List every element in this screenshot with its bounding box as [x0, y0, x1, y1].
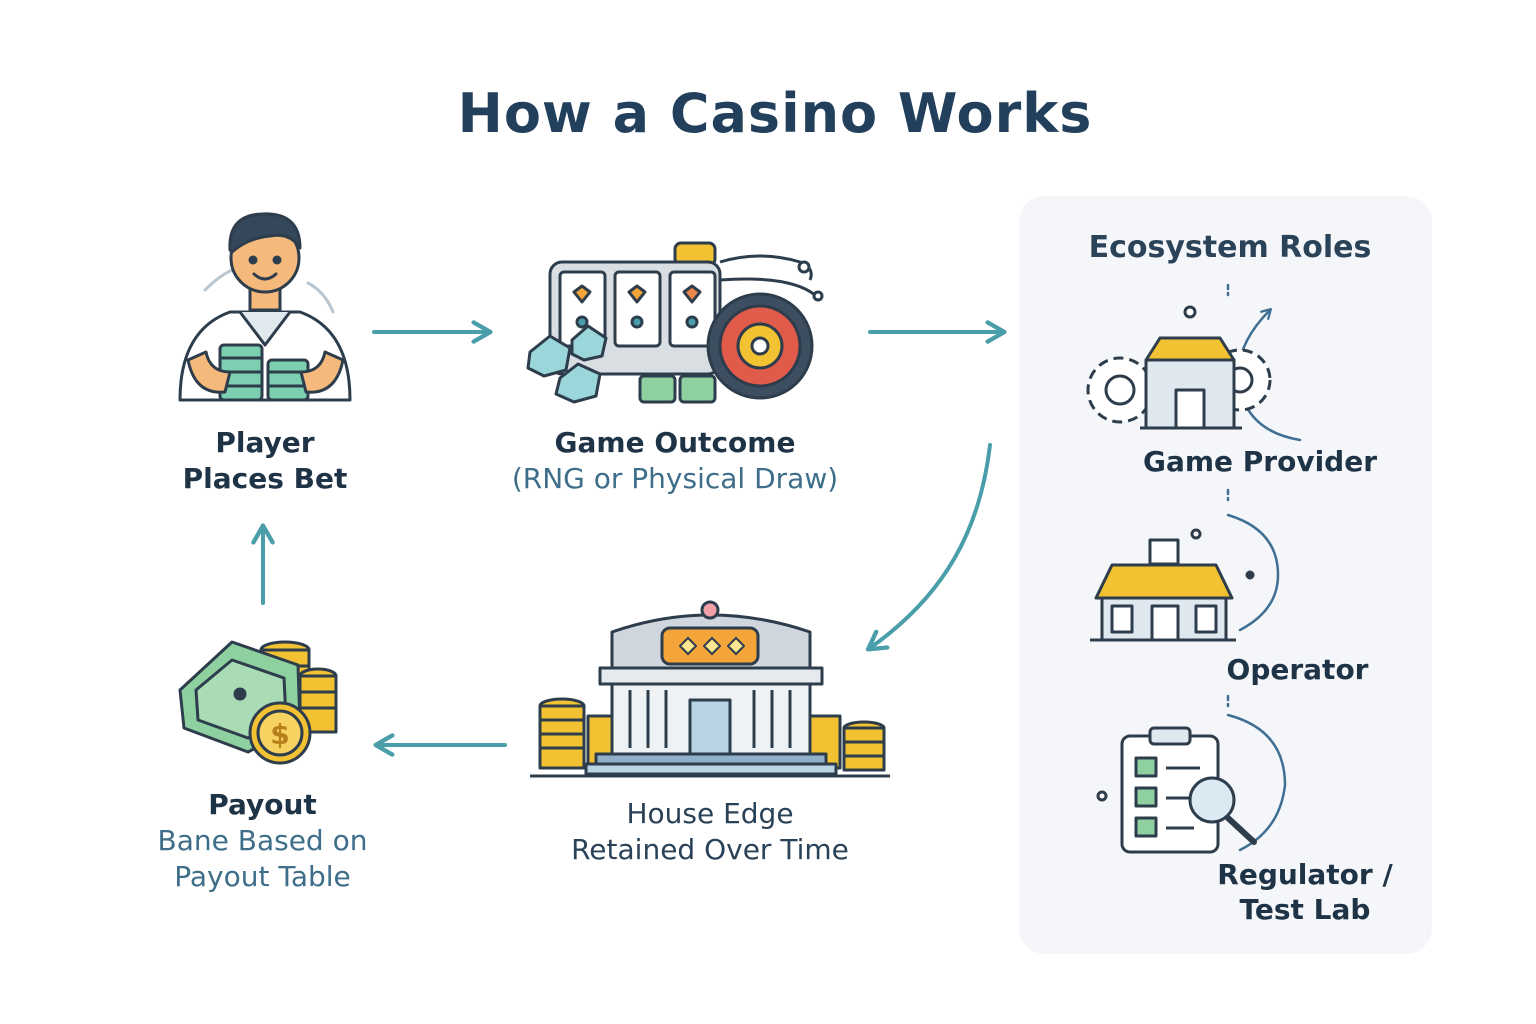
game-provider-icon	[1086, 305, 1272, 430]
role-operator-label: Operator	[1226, 653, 1369, 686]
role-game-provider: Game Provider	[1130, 444, 1390, 479]
step-house-label: House Edge Retained Over Time	[540, 796, 880, 868]
payout-line2: Bane Based on	[157, 824, 368, 857]
outcome-title: Game Outcome	[554, 426, 796, 459]
slot-machine-icon	[526, 241, 824, 404]
role-regulator: Regulator / Test Lab	[1210, 857, 1400, 927]
ecosystem-title: Ecosystem Roles	[1088, 230, 1372, 265]
role-game-provider-label: Game Provider	[1142, 445, 1378, 478]
casino-building-icon	[530, 600, 890, 778]
flow-arrows	[251, 320, 1007, 757]
money-payout-icon: $	[178, 640, 338, 765]
role-regulator-line1: Regulator /	[1217, 858, 1393, 891]
payout-title: Payout	[208, 788, 317, 821]
arrow-outcome-to-house	[865, 443, 992, 652]
step-payout-label: Payout Bane Based on Payout Table	[140, 787, 385, 895]
house-subtitle: Retained Over Time	[571, 833, 849, 866]
step-player-label: Player Places Bet	[150, 425, 380, 497]
ecosystem-panel	[1019, 196, 1432, 954]
role-regulator-line2: Test Lab	[1239, 893, 1371, 926]
step-outcome-label: Game Outcome (RNG or Physical Draw)	[480, 425, 870, 497]
page-title: How a Casino Works	[457, 82, 1093, 145]
outcome-subtitle: (RNG or Physical Draw)	[511, 462, 839, 495]
payout-line3: Payout Table	[174, 860, 351, 893]
regulator-clipboard-icon	[1096, 726, 1257, 854]
svg-text:$: $	[270, 718, 289, 751]
house-title: House Edge	[626, 797, 794, 830]
player-title: Player	[215, 426, 315, 459]
role-operator: Operator	[1210, 652, 1385, 687]
player-icon	[178, 212, 352, 402]
operator-store-icon	[1090, 528, 1255, 642]
player-subtitle: Places Bet	[182, 462, 348, 495]
